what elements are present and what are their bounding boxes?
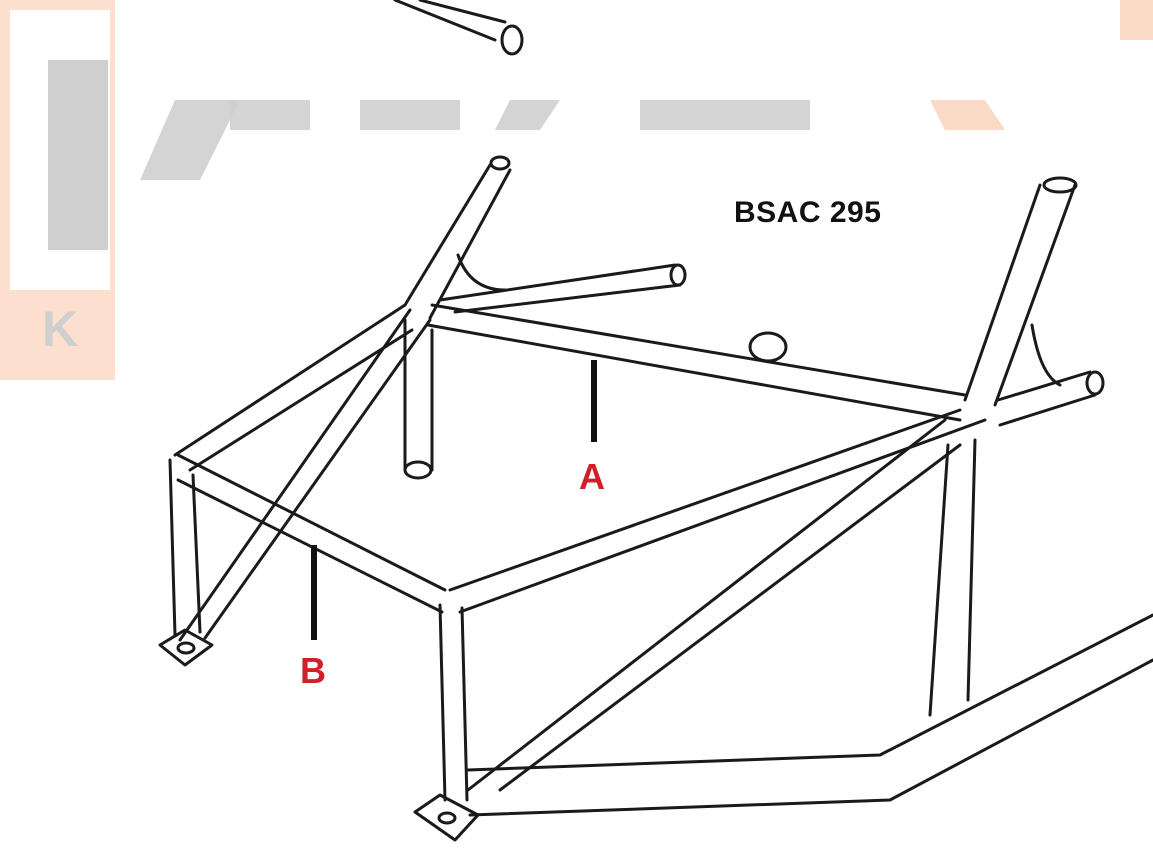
watermark-gray-block-2 bbox=[360, 100, 460, 130]
tube-b bbox=[176, 453, 447, 614]
tube-long-diagonal bbox=[466, 418, 962, 792]
tube-left-upright-end bbox=[489, 155, 511, 171]
tube-right-rear-stay bbox=[996, 370, 1097, 427]
tube-left-upright bbox=[403, 163, 512, 320]
foot-plate-left bbox=[158, 628, 214, 667]
tube-left-stub-vertical bbox=[403, 318, 434, 472]
tube-right-upright bbox=[963, 183, 1077, 407]
watermark-letter: K bbox=[42, 301, 79, 357]
diagram-title: BSAC 295 bbox=[734, 196, 882, 229]
tube-left-stub-vertical-end bbox=[403, 460, 433, 480]
tube-top-stub bbox=[393, 0, 507, 42]
watermark-logo bbox=[0, 0, 1153, 380]
watermark-orange-slash bbox=[930, 100, 1005, 130]
tube-right-lower-vertical bbox=[928, 438, 977, 717]
tube-frame bbox=[158, 0, 1153, 842]
foot-plate-right bbox=[413, 793, 480, 842]
tube-left-rear-stay bbox=[438, 263, 682, 314]
tube-left-diagonal bbox=[178, 308, 432, 642]
tube-front-top bbox=[448, 408, 987, 614]
tube-right-upright-end bbox=[1042, 176, 1078, 194]
tube-front-vertical bbox=[438, 603, 469, 802]
tube-a-fitting bbox=[748, 331, 788, 363]
watermark-gray-slash-1 bbox=[140, 100, 240, 180]
watermark-orange-corner bbox=[1120, 0, 1153, 40]
tube-left-front-vertical bbox=[168, 458, 202, 637]
tube-bottom bbox=[466, 613, 1153, 817]
watermark-gray-slash-2 bbox=[495, 100, 560, 130]
foot-plate-left-bolt bbox=[176, 641, 196, 655]
watermark-gray-block-3 bbox=[640, 100, 810, 130]
tube-a bbox=[426, 303, 967, 422]
tube-right-rear-stay-end bbox=[1085, 370, 1105, 396]
label-b: B bbox=[300, 650, 326, 691]
gusset-right bbox=[1030, 323, 1062, 387]
gusset-left bbox=[456, 253, 507, 292]
watermark-gray-bar bbox=[48, 60, 108, 250]
tube-top-stub-end bbox=[500, 24, 524, 56]
watermark-gray-block-1 bbox=[230, 100, 310, 130]
label-a: A bbox=[579, 456, 605, 497]
foot-plate-right-bolt bbox=[437, 811, 457, 825]
tube-left-end-upper bbox=[173, 303, 414, 472]
tube-left-rear-stay-end bbox=[669, 263, 687, 287]
